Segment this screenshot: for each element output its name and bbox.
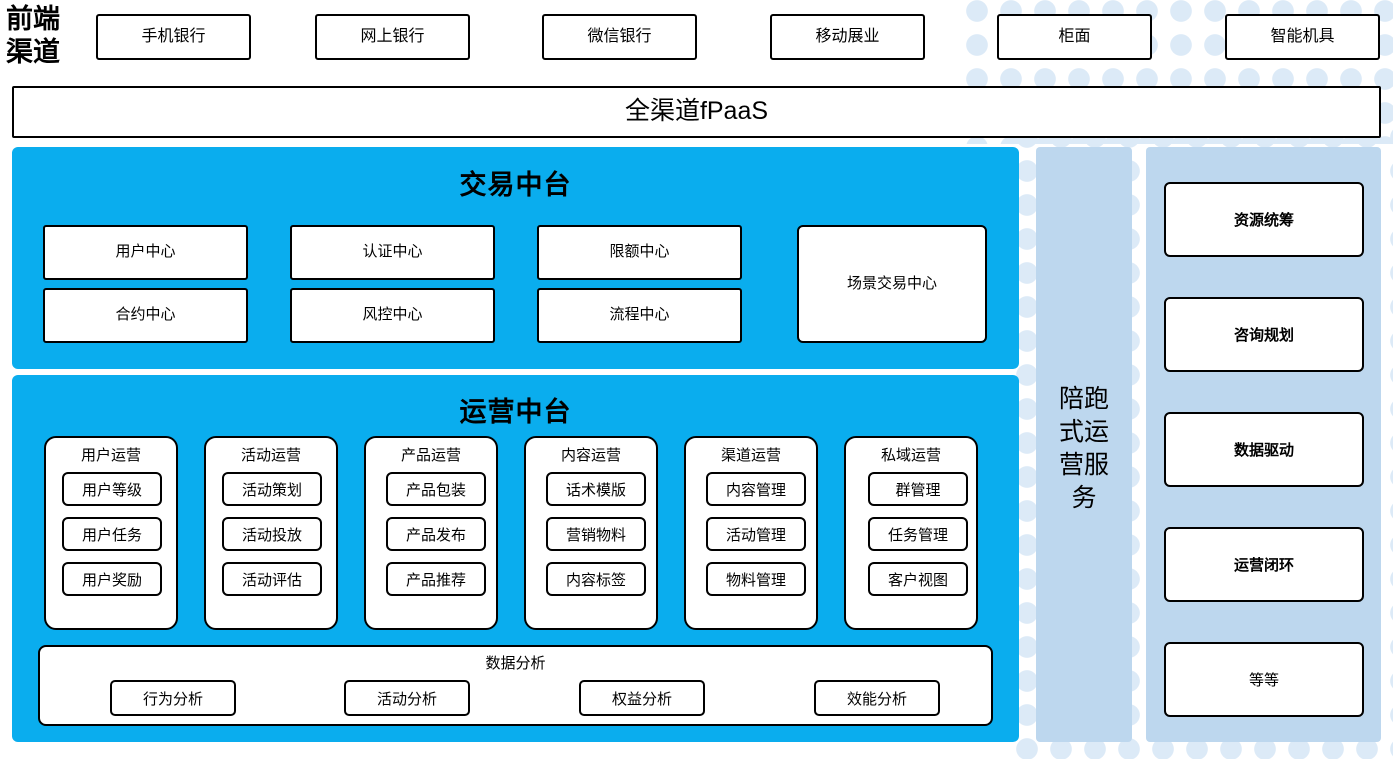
fpaas-bar[interactable]: 全渠道fPaaS — [12, 86, 1381, 138]
ops-group-title-user: 用户运营 — [80, 447, 141, 464]
channel-box-mobile-bank[interactable]: 手机银行 — [96, 14, 251, 60]
service-card-etc[interactable]: 等等 — [1164, 642, 1364, 717]
ops-item-product-release[interactable]: 产品发布 — [386, 517, 486, 551]
ops-item-content-manage[interactable]: 内容管理 — [706, 472, 806, 506]
data-analysis-item-benefit[interactable]: 权益分析 — [579, 680, 705, 716]
ops-item-task-manage[interactable]: 任务管理 — [868, 517, 968, 551]
ops-item-user-reward[interactable]: 用户奖励 — [62, 562, 162, 596]
service-card-ops-closed-loop[interactable]: 运营闭环 — [1164, 527, 1364, 602]
ops-group-title-activity: 活动运营 — [240, 447, 301, 464]
data-analysis-panel[interactable]: 数据分析 行为分析 活动分析 权益分析 效能分析 — [38, 645, 993, 726]
ops-item-content-tag[interactable]: 内容标签 — [546, 562, 646, 596]
trade-platform-panel: 交易中台 用户中心 认证中心 限额中心 合约中心 风控中心 流程中心 场景交易中… — [12, 147, 1019, 369]
ops-group-title-product: 产品运营 — [400, 447, 461, 464]
trade-box-contract-center[interactable]: 合约中心 — [43, 288, 248, 343]
ops-group-channel[interactable]: 渠道运营 内容管理 活动管理 物料管理 — [684, 436, 818, 630]
ops-item-activity-plan[interactable]: 活动策划 — [222, 472, 322, 506]
accompany-service-band[interactable]: 陪跑式运营服务 — [1036, 147, 1132, 742]
service-card-consulting[interactable]: 咨询规划 — [1164, 297, 1364, 372]
ops-platform-panel: 运营中台 用户运营 用户等级 用户任务 用户奖励 活动运营 活动策划 活动投放 … — [12, 375, 1019, 742]
ops-item-activity-manage[interactable]: 活动管理 — [706, 517, 806, 551]
ops-group-private-domain[interactable]: 私域运营 群管理 任务管理 客户视图 — [844, 436, 978, 630]
ops-item-material-manage[interactable]: 物料管理 — [706, 562, 806, 596]
ops-platform-title: 运营中台 — [459, 397, 572, 427]
ops-item-user-level[interactable]: 用户等级 — [62, 472, 162, 506]
ops-item-group-manage[interactable]: 群管理 — [868, 472, 968, 506]
ops-item-customer-view[interactable]: 客户视图 — [868, 562, 968, 596]
channel-box-counter[interactable]: 柜面 — [997, 14, 1152, 60]
ops-item-script-template[interactable]: 话术模版 — [546, 472, 646, 506]
trade-box-risk-center[interactable]: 风控中心 — [290, 288, 495, 343]
channel-box-mobile-biz[interactable]: 移动展业 — [770, 14, 925, 60]
channel-box-wechat-bank[interactable]: 微信银行 — [542, 14, 697, 60]
data-analysis-item-behavior[interactable]: 行为分析 — [110, 680, 236, 716]
accompany-service-label: 陪跑式运营服务 — [1058, 385, 1109, 512]
service-column-panel: 资源统筹 咨询规划 数据驱动 运营闭环 等等 — [1146, 147, 1381, 742]
ops-group-user[interactable]: 用户运营 用户等级 用户任务 用户奖励 — [44, 436, 178, 630]
data-analysis-title: 数据分析 — [485, 655, 546, 672]
service-card-data-driven[interactable]: 数据驱动 — [1164, 412, 1364, 487]
ops-group-product[interactable]: 产品运营 产品包装 产品发布 产品推荐 — [364, 436, 498, 630]
ops-item-user-task[interactable]: 用户任务 — [62, 517, 162, 551]
frontend-channel-label-line1: 前端 — [6, 4, 60, 34]
service-card-resource-planning[interactable]: 资源统筹 — [1164, 182, 1364, 257]
trade-box-user-center[interactable]: 用户中心 — [43, 225, 248, 280]
ops-group-title-private-domain: 私域运营 — [880, 447, 941, 464]
ops-group-content[interactable]: 内容运营 话术模版 营销物料 内容标签 — [524, 436, 658, 630]
data-analysis-item-activity[interactable]: 活动分析 — [344, 680, 470, 716]
channel-box-online-bank[interactable]: 网上银行 — [315, 14, 470, 60]
frontend-channel-label: 前端 渠道 — [6, 3, 86, 73]
frontend-channel-label-line2: 渠道 — [6, 37, 60, 67]
trade-platform-title: 交易中台 — [459, 170, 572, 200]
channel-box-smart-machine[interactable]: 智能机具 — [1225, 14, 1380, 60]
trade-box-process-center[interactable]: 流程中心 — [537, 288, 742, 343]
trade-box-scene-transaction-center[interactable]: 场景交易中心 — [797, 225, 987, 343]
ops-item-activity-launch[interactable]: 活动投放 — [222, 517, 322, 551]
ops-item-marketing-material[interactable]: 营销物料 — [546, 517, 646, 551]
ops-item-product-recommend[interactable]: 产品推荐 — [386, 562, 486, 596]
ops-item-activity-review[interactable]: 活动评估 — [222, 562, 322, 596]
ops-group-title-content: 内容运营 — [560, 447, 621, 464]
ops-group-activity[interactable]: 活动运营 活动策划 活动投放 活动评估 — [204, 436, 338, 630]
data-analysis-item-performance[interactable]: 效能分析 — [814, 680, 940, 716]
trade-box-limit-center[interactable]: 限额中心 — [537, 225, 742, 280]
ops-group-title-channel: 渠道运营 — [720, 447, 781, 464]
ops-item-product-package[interactable]: 产品包装 — [386, 472, 486, 506]
trade-box-auth-center[interactable]: 认证中心 — [290, 225, 495, 280]
